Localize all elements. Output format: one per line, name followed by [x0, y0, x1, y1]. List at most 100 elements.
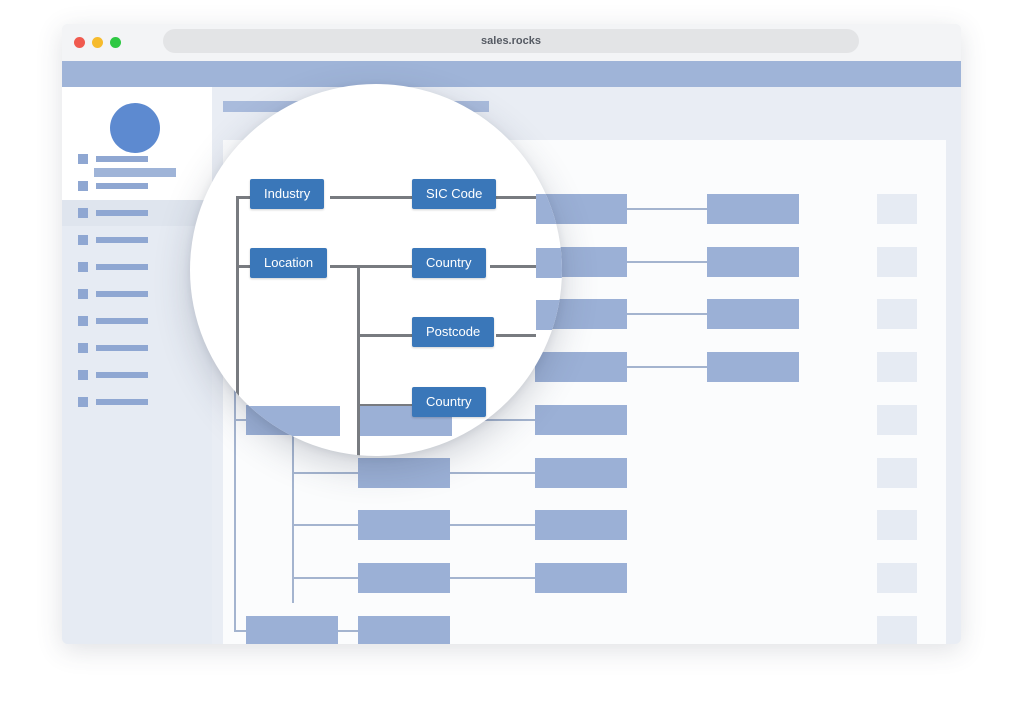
tree-node-placeholder[interactable] — [246, 616, 338, 644]
tree-connector — [450, 577, 535, 579]
tree-connector — [627, 366, 707, 368]
tree-node-placeholder[interactable] — [535, 563, 627, 593]
tree-node-placeholder[interactable] — [535, 352, 627, 382]
sidebar-item[interactable] — [62, 389, 212, 415]
sidebar-item-icon — [78, 181, 88, 191]
tree-connector — [236, 265, 250, 268]
sidebar-item-icon — [78, 262, 88, 272]
tree-node-placeholder — [536, 300, 562, 330]
sidebar-item-label-placeholder — [96, 210, 148, 216]
tree-connector — [292, 577, 358, 579]
sidebar-item[interactable] — [62, 227, 212, 253]
sidebar-item-label-placeholder — [96, 183, 148, 189]
tree-node-placeholder[interactable] — [358, 458, 450, 488]
address-bar[interactable]: sales.rocks — [163, 29, 859, 53]
tree-node-placeholder[interactable] — [707, 194, 799, 224]
tree-connector — [496, 334, 536, 337]
tree-connector — [292, 472, 358, 474]
table-cell — [877, 458, 917, 488]
table-cell — [877, 616, 917, 644]
sidebar-item[interactable] — [62, 335, 212, 361]
tree-node-location[interactable]: Location — [250, 248, 328, 278]
sidebar-item-label-placeholder — [96, 399, 148, 405]
tree-connector — [292, 524, 358, 526]
tree-node-placeholder[interactable] — [707, 247, 799, 277]
sidebar-item[interactable] — [62, 281, 212, 307]
table-cell — [877, 405, 917, 435]
tree-connector — [496, 196, 536, 199]
tree-connector — [234, 630, 246, 632]
sidebar-item-icon — [78, 397, 88, 407]
table-cell — [877, 299, 917, 329]
table-cell — [877, 563, 917, 593]
minimize-window-button[interactable] — [92, 37, 103, 48]
tree-node-placeholder — [536, 194, 562, 224]
tree-node-country[interactable]: Country — [412, 248, 486, 278]
sidebar-item-label-placeholder — [96, 372, 148, 378]
sidebar-item[interactable] — [62, 200, 212, 226]
sidebar-item-label-placeholder — [96, 291, 148, 297]
tree-node-placeholder[interactable] — [358, 563, 450, 593]
tree-node-placeholder[interactable] — [358, 616, 450, 644]
sidebar-item[interactable] — [62, 173, 212, 199]
tree-node-sic-code[interactable]: SIC Code — [412, 179, 497, 209]
tree-node-country-secondary[interactable]: Country — [412, 387, 486, 417]
sidebar-item[interactable] — [62, 146, 212, 172]
sidebar-item-icon — [78, 370, 88, 380]
tree-node-placeholder[interactable] — [535, 510, 627, 540]
tree-connector — [450, 472, 535, 474]
profile-name-placeholder — [94, 168, 176, 177]
tree-node-placeholder — [248, 406, 340, 436]
table-cell — [877, 352, 917, 382]
sidebar-item-icon — [78, 343, 88, 353]
sidebar-item-label-placeholder — [96, 318, 148, 324]
tree-connector — [234, 320, 236, 632]
sidebar-item-label-placeholder — [96, 237, 148, 243]
tree-node-placeholder[interactable] — [535, 405, 627, 435]
browser-titlebar: sales.rocks — [62, 24, 961, 61]
tree-node-industry[interactable]: Industry — [250, 179, 325, 209]
sidebar-item-icon — [78, 316, 88, 326]
sidebar-item-icon — [78, 154, 88, 164]
tree-node-placeholder[interactable] — [535, 458, 627, 488]
magnifier-lens: Industry SIC Code Location Country Postc… — [190, 84, 562, 456]
tree-connector — [330, 265, 412, 268]
sidebar-item-icon — [78, 208, 88, 218]
tree-connector — [236, 196, 239, 456]
tree-connector — [357, 334, 412, 337]
tree-connector — [292, 430, 294, 603]
tree-connector — [627, 313, 707, 315]
tree-connector — [450, 524, 535, 526]
sidebar-item-label-placeholder — [96, 345, 148, 351]
sidebar-item-label-placeholder — [96, 156, 148, 162]
tree-connector — [450, 419, 535, 421]
sidebar-item-icon — [78, 235, 88, 245]
browser-window: sales.rocks — [62, 24, 961, 644]
avatar[interactable] — [110, 103, 160, 153]
tree-connector — [627, 261, 707, 263]
sidebar-item[interactable] — [62, 254, 212, 280]
tree-connector — [490, 265, 550, 268]
sidebar-item[interactable] — [62, 362, 212, 388]
table-cell — [877, 510, 917, 540]
tree-node-placeholder[interactable] — [707, 352, 799, 382]
tree-node-postcode[interactable]: Postcode — [412, 317, 495, 347]
tree-connector — [357, 404, 412, 407]
tree-connector — [236, 196, 250, 199]
sidebar-item[interactable] — [62, 308, 212, 334]
table-cell — [877, 194, 917, 224]
maximize-window-button[interactable] — [110, 37, 121, 48]
sidebar — [62, 87, 212, 644]
tree-node-placeholder — [536, 248, 562, 278]
sidebar-item-icon — [78, 289, 88, 299]
tree-connector — [338, 630, 358, 632]
sidebar-item-label-placeholder — [96, 264, 148, 270]
table-cell — [877, 247, 917, 277]
close-window-button[interactable] — [74, 37, 85, 48]
tree-connector — [627, 208, 707, 210]
tree-connector — [357, 265, 360, 456]
tree-node-placeholder[interactable] — [707, 299, 799, 329]
tree-connector — [234, 419, 246, 421]
tree-connector — [330, 196, 412, 199]
tree-node-placeholder[interactable] — [358, 510, 450, 540]
